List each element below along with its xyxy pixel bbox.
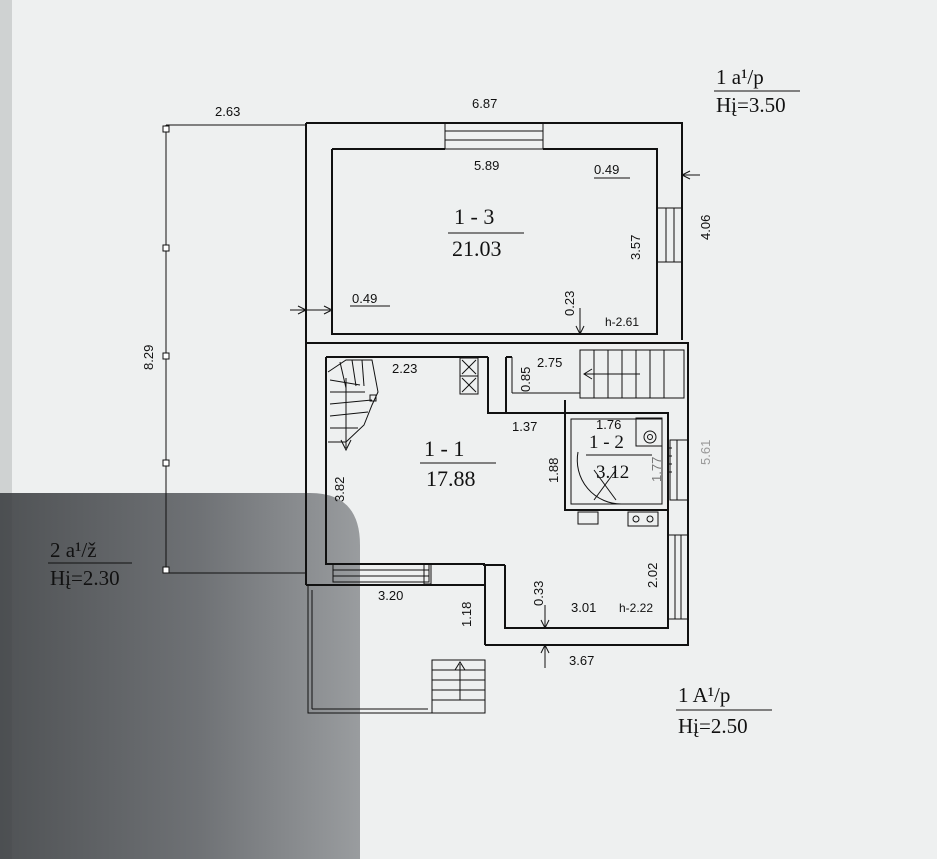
- dim-0-85: 0.85: [518, 367, 533, 392]
- room-1-3-id: 1 - 3: [454, 204, 494, 229]
- camera-shadow: [0, 493, 360, 859]
- dim-2-63: 2.63: [215, 104, 240, 119]
- dim-3-82: 3.82: [332, 477, 347, 502]
- dim-1-76: 1.76: [596, 417, 621, 432]
- dim-0-23: 0.23: [562, 291, 577, 316]
- dim-1-18: 1.18: [459, 602, 474, 627]
- dim-0-49-left: 0.49: [352, 291, 377, 306]
- dim-6-87: 6.87: [472, 96, 497, 111]
- dim-1-88: 1.88: [546, 458, 561, 483]
- dim-3-01: 3.01: [571, 600, 596, 615]
- room-1-1-id: 1 - 1: [424, 436, 464, 461]
- dim-3-57: 3.57: [628, 235, 643, 260]
- room-1-2-id: 1 - 2: [589, 432, 624, 453]
- dim-1-37: 1.37: [512, 419, 537, 434]
- spiral-stairs: [327, 359, 379, 452]
- annotation-2-height: Hį=2.30: [50, 566, 120, 590]
- height-2-22: h-2.22: [619, 601, 653, 615]
- dim-0-49-top: 0.49: [594, 162, 619, 177]
- annotation-1-label: 1 a¹/p: [716, 65, 764, 89]
- chimney: [459, 357, 479, 395]
- bathroom-fixtures: [576, 417, 672, 527]
- annotation-2-label: 2 a¹/ž: [50, 538, 97, 562]
- room-1-3-area: 21.03: [452, 236, 502, 261]
- entrance-porch: [307, 585, 486, 714]
- dim-3-20: 3.20: [378, 588, 403, 603]
- dim-2-02: 2.02: [645, 563, 660, 588]
- room-1-1-area: 17.88: [426, 466, 476, 491]
- dim-1-77: 1.77: [649, 457, 664, 482]
- dim-3-67: 3.67: [569, 653, 594, 668]
- stairs-upper-right: [579, 349, 685, 399]
- dimension-marks: [290, 170, 700, 668]
- room-1-2-area: 3.12: [596, 462, 629, 483]
- dim-2-23: 2.23: [392, 361, 417, 376]
- height-2-61: h-2.61: [605, 315, 639, 329]
- dim-0-33: 0.33: [531, 581, 546, 606]
- annotation-1-height: Hį=3.50: [716, 93, 786, 117]
- dim-8-29: 8.29: [141, 345, 156, 370]
- annotation-3-height: Hį=2.50: [678, 714, 748, 738]
- terrace-outline: [162, 124, 306, 574]
- outer-walls: [305, 122, 689, 646]
- dim-4-06: 4.06: [698, 215, 713, 240]
- annotation-3-label: 1 A¹/p: [678, 683, 730, 707]
- dim-5-61: 5.61: [698, 440, 713, 465]
- dim-5-89: 5.89: [474, 158, 499, 173]
- dim-2-75: 2.75: [537, 355, 562, 370]
